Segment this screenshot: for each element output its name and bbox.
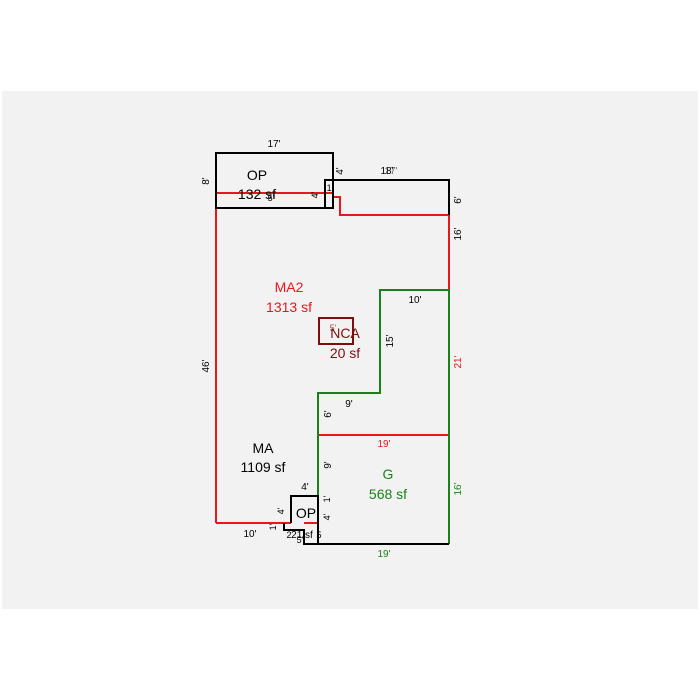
dim-op-bottom-2: 2 <box>286 530 291 540</box>
dim-op-bottom-1-right: 1' <box>322 495 332 502</box>
dim-top-step-1: 1' <box>327 183 334 193</box>
op-bottom-name: OP <box>296 505 316 521</box>
ma2-area: 1313 sf <box>266 299 312 315</box>
dim-op-bottom-4-right: 4' <box>322 513 332 520</box>
dim-right-16-lower: 16' <box>453 482 464 495</box>
ma-name: MA <box>253 440 275 456</box>
dim-g-upper-10: 10' <box>408 295 421 306</box>
op-top-name: OP <box>247 167 267 183</box>
dim-top-right-width-b: 17' <box>384 166 397 177</box>
ma-area: 1109 sf <box>241 459 286 475</box>
dim-op-bottom-4-top: 4' <box>301 482 309 493</box>
dim-top-step-4: 4' <box>335 167 346 175</box>
ma2-name: MA2 <box>275 279 304 295</box>
top-right-bump <box>324 179 450 215</box>
g-name: G <box>383 466 394 482</box>
dim-g-mid-19: 19' <box>377 439 390 450</box>
op-top-area: 132 sf <box>238 186 276 202</box>
dim-op-bottom-5: 5' <box>297 535 304 545</box>
dim-ma2-left-46: 46' <box>201 359 212 372</box>
dim-op-top-width: 17' <box>267 139 280 150</box>
dim-g-upper-15: 15' <box>385 334 396 347</box>
dim-op-top-inner: 5' <box>268 193 275 203</box>
dim-op-top-height: 8' <box>201 177 212 185</box>
dim-ma-bottom-10: 10' <box>243 529 256 540</box>
g-area: 568 sf <box>369 486 407 502</box>
dim-right-16-upper: 16' <box>453 227 464 240</box>
dim-top-step-4b: 4' <box>310 191 320 198</box>
garage-outline <box>317 289 450 544</box>
op-bottom-outline <box>283 495 319 545</box>
dim-g-bottom-19: 19' <box>377 549 390 560</box>
dim-op-bottom-5b: 5 <box>316 530 321 540</box>
dim-nca: 5' <box>330 323 337 333</box>
dim-top-right-6: 6' <box>453 196 464 204</box>
op-bottom-area: 21 sf <box>291 530 313 541</box>
dim-top-right-width: 18' <box>380 166 393 177</box>
dim-op-bottom-4-left: 4' <box>276 507 286 514</box>
nca-name: NCA <box>330 325 360 341</box>
dim-g-step-9: 9' <box>345 399 353 410</box>
dim-g-left-9: 9' <box>323 461 334 469</box>
dim-g-step-6: 6' <box>323 410 334 418</box>
nca-rect <box>318 317 354 345</box>
dim-op-bottom-1-left: 1' <box>268 523 278 530</box>
drawing-panel <box>2 91 698 609</box>
dim-right-21: 21' <box>453 355 464 368</box>
nca-area: 20 sf <box>330 345 360 361</box>
